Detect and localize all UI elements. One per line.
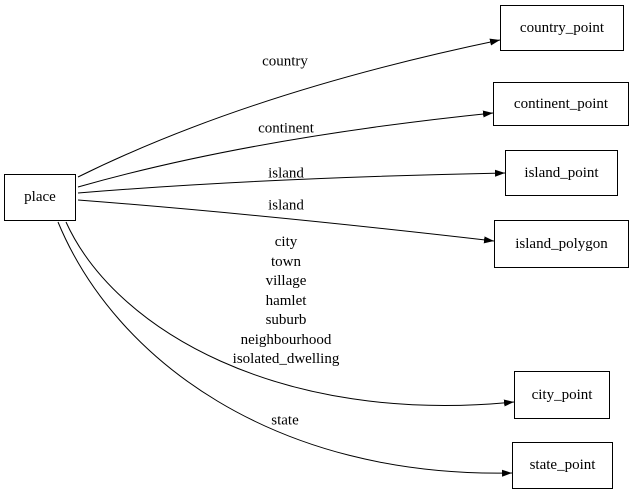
edge-label-country: country bbox=[262, 53, 308, 70]
node-city-point-label: city_point bbox=[531, 386, 593, 403]
node-continent-point-label: continent_point bbox=[513, 95, 609, 112]
node-place: place bbox=[4, 174, 76, 221]
edge-place-country-point bbox=[77, 38, 501, 178]
edge-place-state-point bbox=[57, 221, 513, 477]
node-island-point-label: island_point bbox=[524, 164, 599, 181]
edge-label-continent: continent bbox=[258, 120, 314, 137]
node-island-polygon-label: island_polygon bbox=[515, 235, 608, 252]
edge-label-city-point: city town village hamlet suburb neighbou… bbox=[232, 233, 340, 367]
edge-label-island-point: island bbox=[268, 165, 304, 182]
edge-label-state-point: state bbox=[271, 412, 299, 429]
edge-place-island-point bbox=[77, 169, 506, 194]
node-state-point-label: state_point bbox=[529, 457, 596, 473]
node-state-point: state_point bbox=[512, 442, 613, 489]
node-city-point: city_point bbox=[514, 371, 610, 419]
edge-place-continent-point bbox=[77, 110, 494, 188]
node-country-point: country_point bbox=[500, 5, 624, 51]
edge-place-island-polygon bbox=[77, 199, 495, 244]
edge-label-island-polygon: island bbox=[268, 197, 304, 214]
node-island-point: island_point bbox=[505, 150, 618, 196]
node-island-polygon: island_polygon bbox=[494, 220, 629, 268]
node-continent-point: continent_point bbox=[493, 82, 629, 126]
edge-place-city-point bbox=[65, 221, 515, 407]
node-country-point-label: country_point bbox=[519, 19, 605, 36]
node-place-label: place bbox=[24, 189, 56, 205]
